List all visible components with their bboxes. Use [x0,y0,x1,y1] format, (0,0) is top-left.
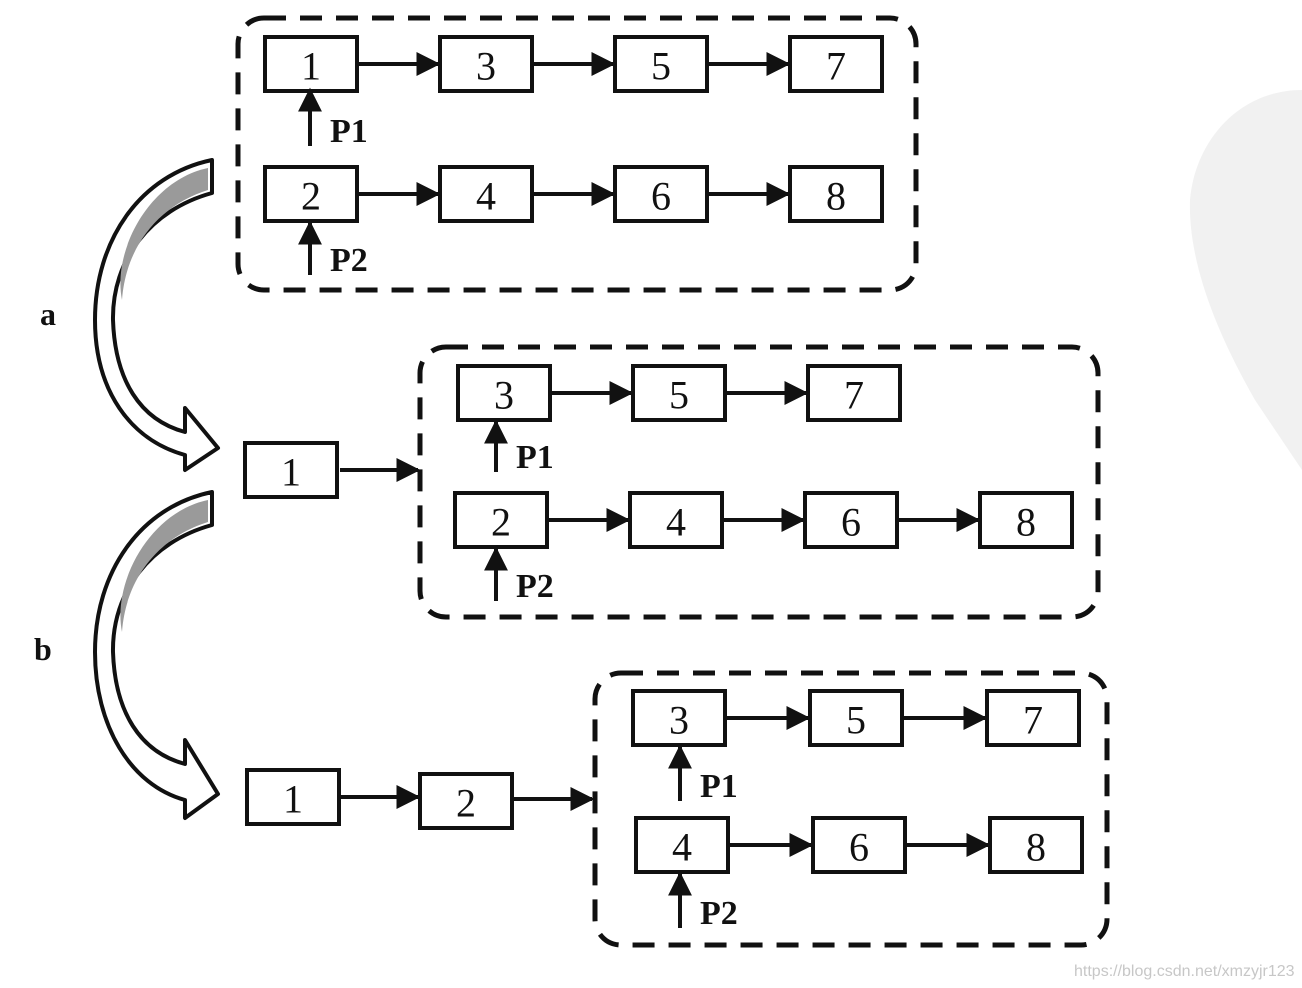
node-box [628,491,724,549]
background-mark [1189,90,1302,470]
after-b-list1-node-7: 7 [985,689,1081,747]
node-label: 5 [846,698,866,743]
node-box [788,35,884,93]
initial-pointer-p1-label: P1 [330,113,368,150]
node-box [978,491,1074,549]
initial-list2-node-2: 2 [263,165,359,223]
node-label: 2 [456,781,476,826]
node-box [808,689,904,747]
node-label: 7 [826,44,846,89]
group-outline-after-a [417,344,1101,620]
initial-list2-node-6: 6 [613,165,709,223]
initial-pointer-p1: P1 [298,87,368,150]
step-b-label: b [34,631,52,667]
nodes: 1 3 5 7 2 4 6 8 3 5 7 2 4 6 8 1 3 5 7 4 6 8 1 2 [243,35,1084,874]
node-box [263,165,359,223]
node-box [988,816,1084,874]
watermark: https://blog.csdn.net/xmzyjr123 [1074,963,1295,980]
initial-list1-node-5: 5 [613,35,709,93]
initial-list2-node-4: 4 [438,165,534,223]
initial-pointer-p2-label: P2 [330,242,368,279]
node-label: 5 [669,373,689,418]
node-label: 4 [672,825,692,870]
after-a-list2-node-2: 2 [453,491,549,549]
node-label: 8 [826,174,846,219]
after-a-list1-node-5: 5 [631,364,727,422]
node-label: 4 [666,500,686,545]
after-a-list2-node-6: 6 [803,491,899,549]
node-box [438,35,534,93]
node-box [418,772,514,830]
transition-arrow-a [93,158,220,472]
node-box [806,364,902,422]
after-b-pointer-p1: P1 [668,744,738,805]
node-label: 7 [844,373,864,418]
step-a-label: a [40,296,56,332]
after-a-list2-node-4: 4 [628,491,724,549]
after-b-merged-node-1: 1 [245,768,341,826]
node-label: 3 [494,373,514,418]
node-box [634,816,730,874]
initial-list1-node-7: 7 [788,35,884,93]
node-box [811,816,907,874]
node-box [438,165,534,223]
node-label: 6 [651,174,671,219]
after-a-merged-node-1: 1 [243,441,339,499]
node-box [788,165,884,223]
after-a-list1-node-3: 3 [456,364,552,422]
initial-list1-node-3: 3 [438,35,534,93]
after-a-pointer-p2: P2 [484,546,554,605]
after-b-pointer-p2: P2 [668,871,738,932]
node-box [803,491,899,549]
node-label: 6 [841,500,861,545]
node-label: 6 [849,825,869,870]
after-b-list2-node-4: 4 [634,816,730,874]
after-a-list1-node-7: 7 [806,364,902,422]
after-a-pointer-p2-label: P2 [516,568,554,605]
after-b-pointer-p2-label: P2 [700,895,738,932]
after-b-pointer-p1-label: P1 [700,768,738,805]
after-b-list2-node-8: 8 [988,816,1084,874]
node-label: 8 [1016,500,1036,545]
node-label: 2 [301,174,321,219]
node-label: 8 [1026,825,1046,870]
node-box [631,689,727,747]
after-b-list1-node-5: 5 [808,689,904,747]
node-box [613,165,709,223]
node-label: 5 [651,44,671,89]
after-b-list2-node-6: 6 [811,816,907,874]
node-box [631,364,727,422]
node-label: 2 [491,500,511,545]
node-label: 1 [283,777,303,822]
group-outline-after-b [592,670,1110,948]
node-box [263,35,359,93]
node-box [245,768,341,826]
after-a-pointer-p1-label: P1 [516,439,554,476]
node-box [985,689,1081,747]
node-label: 3 [669,698,689,743]
initial-list2-node-8: 8 [788,165,884,223]
node-label: 3 [476,44,496,89]
group-outline-initial [235,15,919,293]
initial-list1-node-1: 1 [263,35,359,93]
after-a-list2-node-8: 8 [978,491,1074,549]
after-a-pointer-p1: P1 [484,419,554,476]
node-box [453,491,549,549]
node-label: 7 [1023,698,1043,743]
transition-arrow-b [93,490,220,820]
after-b-merged-node-2: 2 [418,772,514,830]
node-label: 1 [301,44,321,89]
node-label: 4 [476,174,496,219]
edges [339,52,991,857]
node-box [243,441,339,499]
node-box [613,35,709,93]
after-b-list1-node-3: 3 [631,689,727,747]
node-label: 1 [281,450,301,495]
initial-pointer-p2: P2 [298,220,368,279]
